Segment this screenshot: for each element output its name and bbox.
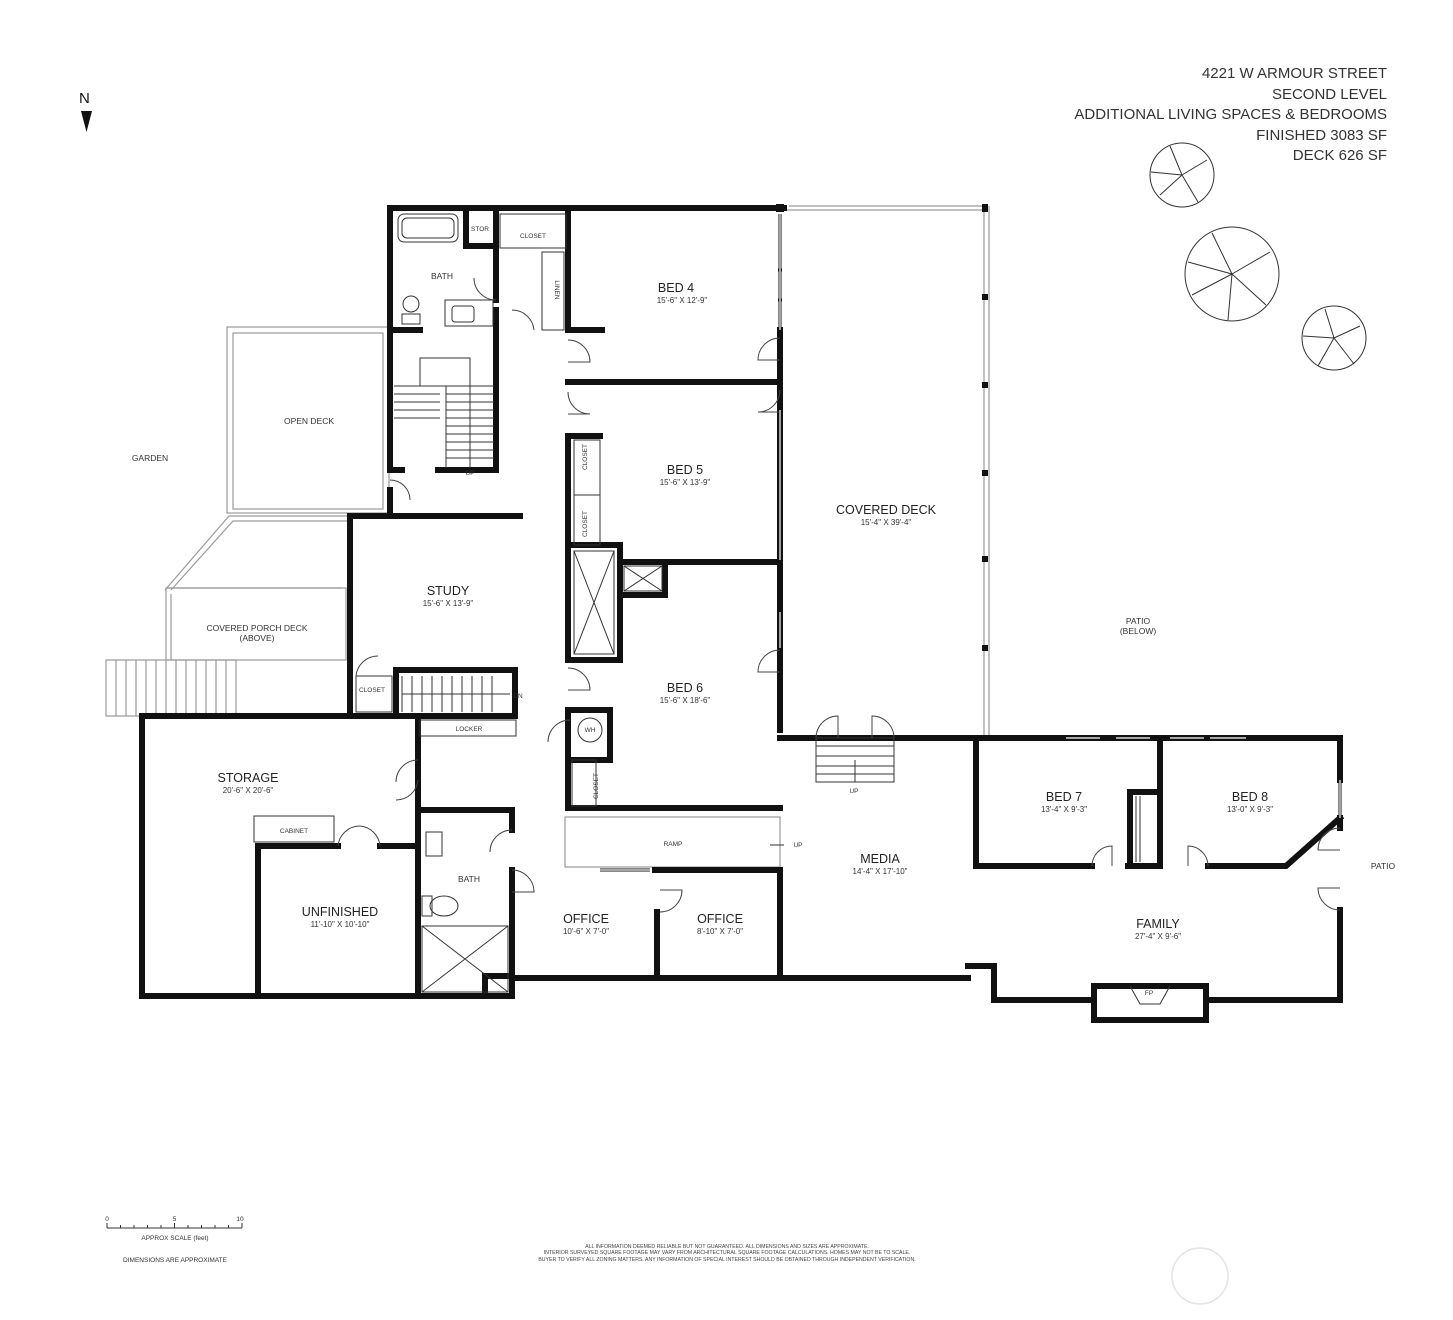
covered-porch-label: COVERED PORCH DECK <box>206 623 307 633</box>
wh-label: WH <box>585 727 596 734</box>
covered-deck-name: COVERED DECK <box>836 503 937 517</box>
family-name: FAMILY <box>1136 917 1180 931</box>
covered-deck-outline <box>784 209 985 738</box>
office-2-dims: 8'-10" X 7'-0" <box>697 927 743 936</box>
stairs-up-label: UP <box>465 470 474 477</box>
bath-lower-label: BATH <box>458 874 480 884</box>
cabinet-outline <box>253 815 335 843</box>
water-heater-icon <box>577 717 603 743</box>
bathtub-icon <box>397 213 459 243</box>
storage-name: STORAGE <box>218 771 279 785</box>
unfinished-dims: 11'-10" X 10'-10" <box>311 920 370 929</box>
tree-icon-1 <box>1149 142 1215 208</box>
closet-top-label: CLOSET <box>520 233 546 240</box>
exterior-outlines <box>105 205 990 868</box>
closet-bed5-a-label: CLOSET <box>582 444 589 470</box>
closet-bed5-b-label: CLOSET <box>582 511 589 537</box>
stairs-dn-label: DN <box>513 693 523 700</box>
scale-tick-5: 5 <box>173 1216 177 1223</box>
plan-header: 4221 W ARMOUR STREET SECOND LEVEL ADDITI… <box>1074 64 1387 167</box>
disclaimer-line-2: INTERIOR SURVEYED SQUARE FOOTAGE MAY VAR… <box>543 1250 911 1257</box>
deck-posts <box>776 204 988 651</box>
bed4-name: BED 4 <box>658 281 694 295</box>
office-1-name: OFFICE <box>563 912 609 926</box>
bed7-name: BED 7 <box>1046 790 1082 804</box>
bed6-name: BED 6 <box>667 681 703 695</box>
patio-below-label: PATIO <box>1126 616 1151 626</box>
address-text: 4221 W ARMOUR STREET <box>1201 65 1387 82</box>
closet-top-outline <box>499 213 567 249</box>
media-name: MEDIA <box>860 852 900 866</box>
shower-outline <box>421 925 509 993</box>
scale-label: APPROX SCALE (feet) <box>141 1235 208 1242</box>
finished-sf-text: FINISHED 3083 SF <box>1256 126 1387 144</box>
office-2-name: OFFICE <box>697 912 743 926</box>
closet-bed6-label: CLOSET <box>593 773 600 799</box>
door-swings <box>337 277 1341 913</box>
description-text: ADDITIONAL LIVING SPACES & BEDROOMS <box>1074 106 1387 123</box>
walls <box>139 205 1345 1023</box>
covered-porch-sub-label: (ABOVE) <box>240 633 275 643</box>
deck-stairs-up-label: UP <box>849 788 858 795</box>
watermark-logo <box>1171 1247 1229 1305</box>
disclaimer: ALL INFORMATION DEEMED RELIABLE BUT NOT … <box>527 1244 927 1263</box>
dimensions-approx-note: DIMENSIONS ARE APPROXIMATE <box>123 1257 228 1264</box>
closet-study-label: CLOSET <box>359 687 385 694</box>
bed5-dims: 15'-6" X 13'-9" <box>660 478 711 487</box>
vanity-icon <box>444 299 494 327</box>
covered-deck-dims: 15'-4" X 39'-4" <box>861 518 912 527</box>
closet-bed6-outline <box>571 759 597 807</box>
bed5-name: BED 5 <box>667 463 703 477</box>
bath-upper-label: BATH <box>431 271 453 281</box>
ramp-up-label: UP <box>793 842 802 849</box>
study-name: STUDY <box>427 584 470 598</box>
closet-study-outline <box>355 675 393 713</box>
fixtures <box>253 213 1171 1005</box>
closet-bed5-b-outline <box>573 494 601 546</box>
stor-label: STOR <box>471 226 489 233</box>
scale-bar <box>106 1223 243 1229</box>
stairs-icon <box>394 357 494 468</box>
tree-icon-2 <box>1184 226 1280 322</box>
bed6-dims: 15'-6" X 18'-6" <box>660 696 711 705</box>
toilet-icon <box>402 295 420 313</box>
disclaimer-line-1: ALL INFORMATION DEEMED RELIABLE BUT NOT … <box>585 1244 869 1250</box>
bed7-dims: 13'-4" X 9'-3" <box>1041 805 1087 814</box>
family-dims: 27'-4" X 9'-6" <box>1135 932 1181 941</box>
storage-dims: 20'-6" X 20'-6" <box>223 786 274 795</box>
bed8-name: BED 8 <box>1232 790 1268 804</box>
bed8-dims: 13'-0" X 9'-3" <box>1227 805 1273 814</box>
linen-label: LINEN <box>553 280 560 299</box>
locker-label: LOCKER <box>456 726 483 733</box>
window-glass <box>600 214 1341 871</box>
deck-sf-text: DECK 626 SF <box>1292 147 1387 164</box>
tree-icon-3 <box>1301 305 1367 371</box>
open-deck-label: OPEN DECK <box>284 416 334 426</box>
patio-label: PATIO <box>1371 861 1396 871</box>
disclaimer-line-3: BUYER TO VERIFY ALL ZONING MATTERS. ANY … <box>538 1256 916 1263</box>
cabinet-label: CABINET <box>280 828 308 835</box>
scale-tick-0: 0 <box>105 1216 109 1223</box>
study-dims: 15'-6" X 13'-9" <box>423 599 474 608</box>
level-text: SECOND LEVEL <box>1271 85 1387 103</box>
fp-label: FP <box>1145 990 1153 997</box>
bed4-dims: 15'-6" X 12'-9" <box>657 296 708 305</box>
ramp-label: RAMP <box>664 841 683 848</box>
locker-outline <box>419 719 517 737</box>
fireplace-icon <box>1129 985 1171 1005</box>
north-arrow-icon <box>81 111 92 132</box>
garden-label: GARDEN <box>132 453 168 463</box>
north-label: N <box>79 90 90 107</box>
patio-below-sub-label: (BELOW) <box>1120 626 1157 636</box>
covered-porch-outline <box>164 515 350 591</box>
unfinished-name: UNFINISHED <box>302 905 378 919</box>
scale-tick-10: 10 <box>236 1216 244 1223</box>
linen-outline <box>541 251 565 331</box>
office-1-dims: 10'-6" X 7'-0" <box>563 927 609 936</box>
media-dims: 14'-4" X 17'-10" <box>853 867 908 876</box>
